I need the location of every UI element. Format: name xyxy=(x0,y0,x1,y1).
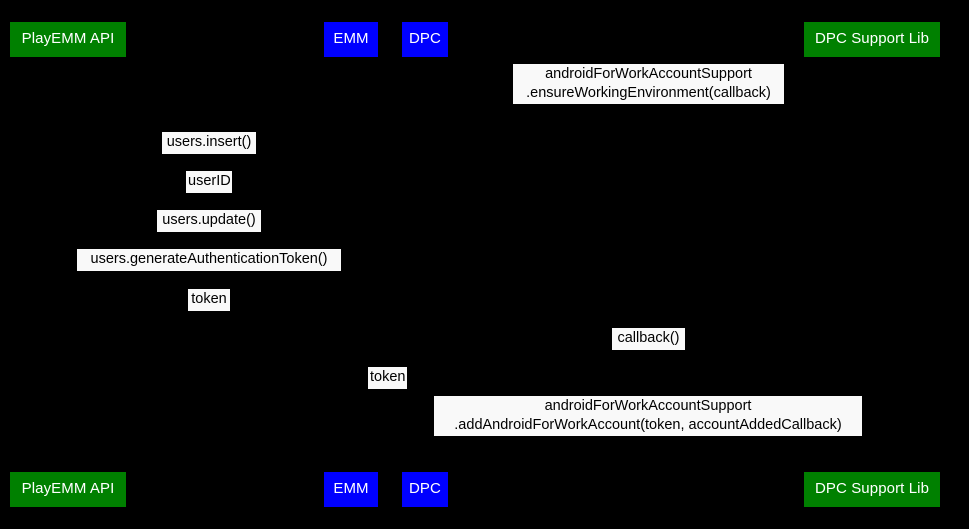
message-line-1: androidForWorkAccountSupport xyxy=(545,66,752,82)
message-line-2: .addAndroidForWorkAccount(token, account… xyxy=(454,417,842,433)
participant-label: DPC Support Lib xyxy=(814,30,930,48)
message-label-token-to-emm: token xyxy=(188,289,230,311)
participant-label: EMM xyxy=(333,30,369,48)
message-label-token-to-dpc: token xyxy=(368,367,407,389)
message-line-1: users.insert() xyxy=(166,134,252,150)
message-line-1: users.update() xyxy=(162,212,256,228)
message-line-1: callback() xyxy=(617,330,680,346)
participant-playemm-api-top: PlayEMM API xyxy=(10,22,126,57)
message-label-users-update: users.update() xyxy=(157,210,261,232)
participant-playemm-api-bottom: PlayEMM API xyxy=(10,472,126,507)
message-label-add-android-for-work-account: androidForWorkAccountSupport .addAndroidF… xyxy=(434,396,862,436)
participant-label: DPC Support Lib xyxy=(814,480,930,498)
participant-dpc-support-lib-bottom: DPC Support Lib xyxy=(804,472,940,507)
participant-emm-bottom: EMM xyxy=(324,472,378,507)
message-line-1: token xyxy=(370,369,406,385)
participant-label: DPC xyxy=(409,30,441,48)
participant-dpc-top: DPC xyxy=(402,22,448,57)
message-line-1: userID xyxy=(188,173,231,189)
message-line-1: token xyxy=(191,291,227,307)
message-label-users-generate-authentication-token: users.generateAuthenticationToken() xyxy=(77,249,341,271)
message-label-callback: callback() xyxy=(612,328,685,350)
message-line-1: androidForWorkAccountSupport xyxy=(544,398,752,414)
participant-label: PlayEMM API xyxy=(21,30,115,48)
message-label-user-id: userID xyxy=(186,171,232,193)
participant-label: EMM xyxy=(333,480,369,498)
participant-label: PlayEMM API xyxy=(21,480,115,498)
participant-emm-top: EMM xyxy=(324,22,378,57)
message-line-1: users.generateAuthenticationToken() xyxy=(90,251,328,267)
message-label-ensure-working-environment: androidForWorkAccountSupport .ensureWorki… xyxy=(513,64,784,104)
participant-dpc-support-lib-top: DPC Support Lib xyxy=(804,22,940,57)
message-label-users-insert: users.insert() xyxy=(162,132,256,154)
participant-dpc-bottom: DPC xyxy=(402,472,448,507)
message-line-2: .ensureWorkingEnvironment(callback) xyxy=(526,85,771,101)
participant-label: DPC xyxy=(409,480,441,498)
